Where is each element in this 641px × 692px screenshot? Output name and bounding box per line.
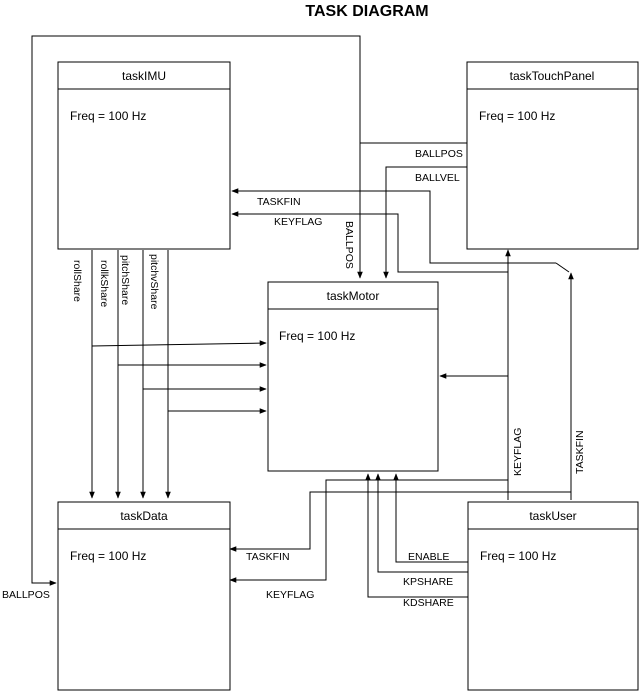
wire-ballpos-touch-to-motor <box>357 142 467 279</box>
task-title-touchpanel: taskTouchPanel <box>510 69 595 83</box>
label-taskfin-user: TASKFIN <box>574 430 586 474</box>
label-rollkshare: rollkShare <box>98 260 110 307</box>
wire-kpshare-to-motor <box>375 473 468 573</box>
label-enable: ENABLE <box>408 551 449 563</box>
task-box-imu: taskIMU Freq = 100 Hz <box>57 61 231 250</box>
label-pitchshare: pitchShare <box>119 255 131 305</box>
task-box-data: taskData Freq = 100 Hz <box>57 501 231 691</box>
wire-kdshare-to-motor <box>365 473 468 598</box>
task-freq-motor: Freq = 100 Hz <box>279 329 355 343</box>
label-kdshare: KDSHARE <box>403 597 454 609</box>
label-ballpos-motor: BALLPOS <box>343 221 355 269</box>
task-freq-touchpanel: Freq = 100 Hz <box>479 109 555 123</box>
task-freq-data: Freq = 100 Hz <box>70 549 146 563</box>
wire-rollshare-to-motor <box>91 340 267 347</box>
label-taskfin-data: TASKFIN <box>246 551 290 563</box>
task-freq-user: Freq = 100 Hz <box>480 549 556 563</box>
label-keyflag-data: KEYFLAG <box>266 589 314 601</box>
label-keyflag-user: KEYFLAG <box>512 428 524 476</box>
task-box-motor: taskMotor Freq = 100 Hz <box>267 281 439 472</box>
task-freq-imu: Freq = 100 Hz <box>70 109 146 123</box>
label-keyflag-imu: KEYFLAG <box>274 216 322 228</box>
label-pitchvshare: pitchvShare <box>148 254 160 310</box>
label-rollshare: rollShare <box>71 260 83 302</box>
wire-taskfin-to-imu <box>231 188 556 264</box>
diagram-title: TASK DIAGRAM <box>305 3 428 20</box>
wire-enable-to-motor <box>393 473 468 563</box>
wire-taskfin-to-data <box>229 491 571 552</box>
wire-taskfin-jog <box>555 262 570 273</box>
label-taskfin-imu: TASKFIN <box>257 196 301 208</box>
wire-ballvel-touch-to-motor <box>383 166 467 279</box>
label-ballpos-data: BALLPOS <box>2 589 50 601</box>
label-ballvel: BALLVEL <box>415 172 460 184</box>
task-title-data: taskData <box>120 509 168 523</box>
label-kpshare: KPSHARE <box>403 576 453 588</box>
task-title-imu: taskIMU <box>122 69 166 83</box>
task-title-motor: taskMotor <box>327 289 380 303</box>
wire-keyflag-to-imu <box>231 211 508 273</box>
task-title-user: taskUser <box>529 509 576 523</box>
wire-ballpos-loop-to-data <box>31 35 361 586</box>
task-box-user: taskUser Freq = 100 Hz <box>467 501 639 691</box>
task-box-touchpanel: taskTouchPanel Freq = 100 Hz <box>466 61 639 250</box>
wire-keyflag-to-data <box>229 479 508 583</box>
label-ballpos-touch: BALLPOS <box>415 148 463 160</box>
